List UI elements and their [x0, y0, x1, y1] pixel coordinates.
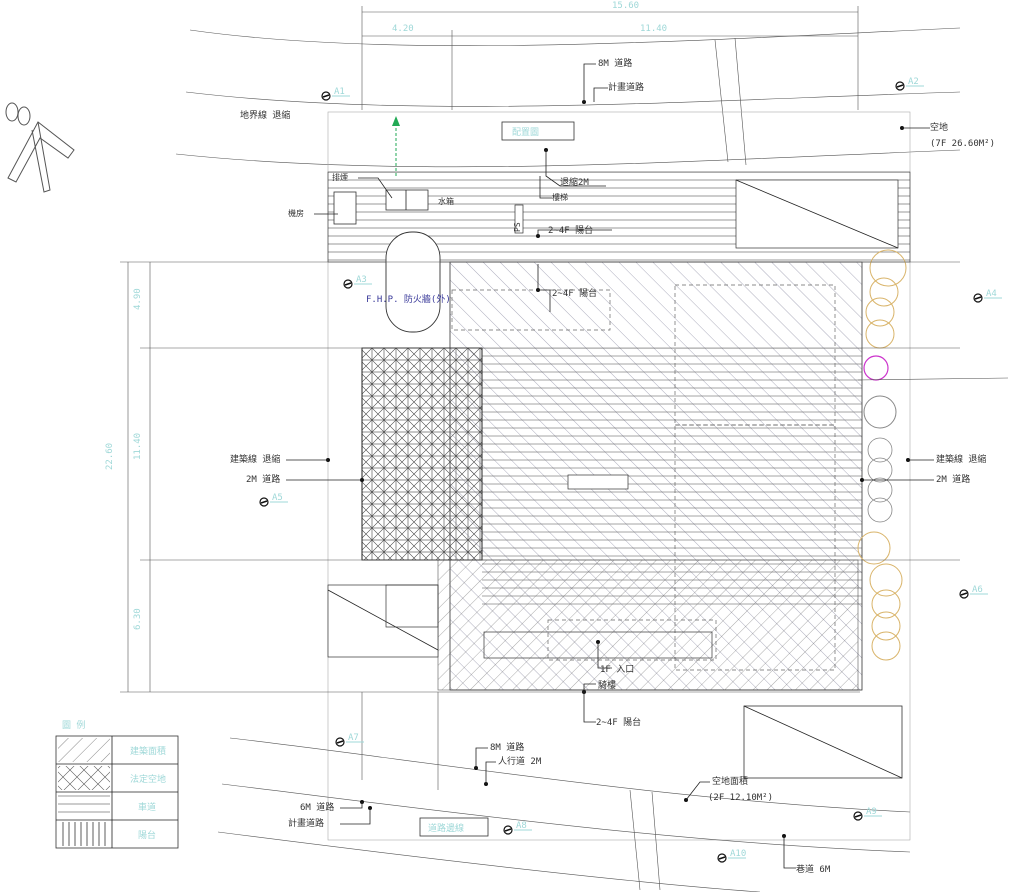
dim-top-a: 4.20	[392, 24, 414, 34]
section-marks: A1 A2 A3 A4 A5 A6 A7 A8 A9 A10	[259, 77, 1002, 863]
annotations: 8M 道路 計畫道路 地界線 退縮 退縮2M 樓梯 2~4F 陽台 2~4F 陽…	[230, 57, 995, 875]
left-lower-rooms	[327, 584, 439, 658]
north-arrow-icon	[5, 102, 75, 193]
legend-row-3: 陽台	[138, 829, 156, 841]
label-bottom-road-b: 人行道 2M	[498, 755, 542, 767]
dim-left-c: 6.30	[133, 608, 143, 630]
label-fence-note-bottom: 2~4F 陽台	[596, 716, 641, 728]
dim-top-b: 11.40	[640, 24, 667, 34]
legend-row-2: 車道	[138, 801, 156, 813]
dim-left-b: 11.40	[133, 433, 143, 460]
label-top-right-area-value: (7F 26.60M²)	[930, 139, 995, 149]
service-rooms	[333, 189, 524, 234]
water-tank	[385, 231, 441, 333]
svg-text:A3: A3	[356, 275, 367, 285]
label-right-side-b: 2M 道路	[936, 473, 970, 485]
label-top-small-a: 樓梯	[552, 192, 568, 202]
label-setback-top: 退縮2M	[560, 176, 589, 188]
left-dimensions: 22.60 4.90 11.40 6.30	[105, 261, 960, 693]
section-mark: A10	[717, 849, 746, 863]
label-top-left-note: 地界線 退縮	[240, 109, 290, 121]
title-box	[501, 121, 575, 141]
dim-top-total: 15.60	[612, 1, 639, 11]
label-left-side-a: 建築線 退縮	[230, 453, 280, 465]
label-right-side-a: 建築線 退縮	[936, 453, 986, 465]
svg-text:A8: A8	[516, 821, 527, 831]
svg-text:A5: A5	[272, 493, 283, 503]
legend-swatch-balcony	[58, 822, 110, 846]
label-mid-bottom-b: 騎樓	[598, 679, 616, 691]
section-mark: A1	[321, 87, 350, 101]
label-top-right-area: 空地	[930, 121, 948, 133]
legend-row-0: 建築面積	[130, 745, 166, 757]
label-hatch-note: 2~4F 陽台	[552, 287, 597, 299]
svg-text:A1: A1	[334, 87, 345, 97]
bottom-box-text: 道路邊線	[428, 822, 464, 834]
green-up-arrow-icon	[392, 116, 400, 176]
label-bottom-right-area-value: (2F 12.10M²)	[708, 793, 773, 803]
section-mark: A3	[343, 275, 372, 289]
site-boundary	[327, 111, 911, 841]
road-top	[175, 27, 961, 168]
section-mark: A8	[503, 821, 532, 835]
label-bottom-right-area: 空地面積	[712, 775, 748, 787]
bottom-box	[419, 817, 489, 837]
svg-text:A6: A6	[972, 585, 983, 595]
section-mark: A6	[959, 585, 988, 599]
bottom-right-box	[743, 705, 903, 779]
legend: 圖 例 建築面積 法定空地 車道 陽台	[55, 719, 179, 849]
label-bottom-right-note: 巷道 6M	[796, 863, 831, 875]
legend-title: 圖 例	[62, 719, 85, 731]
label-fence-note: 2~4F 陽台	[548, 224, 593, 236]
top-dimensions: 15.60 4.20 11.40	[361, 1, 859, 110]
legend-swatch-driveway	[58, 794, 110, 818]
svg-text:A7: A7	[348, 733, 359, 743]
legend-swatch-open	[58, 766, 110, 790]
label-top-small-b: 排煙	[332, 172, 348, 182]
label-left-side-b: 2M 道路	[246, 473, 280, 485]
section-mark: A4	[973, 289, 1002, 303]
road-bottom	[217, 692, 911, 892]
setback-band-top	[327, 171, 911, 263]
section-mark: A7	[335, 733, 364, 747]
dim-left-a: 4.90	[133, 288, 143, 310]
label-bottom-road-a: 8M 道路	[490, 741, 524, 753]
label-road-top-width: 8M 道路	[598, 57, 632, 69]
label-road-bottom-width: 6M 道路	[300, 801, 334, 813]
label-mid-bottom-a: 1F 入口	[600, 664, 634, 675]
label-top-small-c: 機房	[288, 208, 304, 218]
svg-text:A10: A10	[730, 849, 746, 859]
section-mark: A9	[853, 807, 882, 821]
title-box-text: 配置圖	[512, 127, 539, 138]
label-road-bottom: 計畫道路	[288, 817, 324, 829]
label-road-top: 計畫道路	[608, 81, 644, 93]
legend-swatch-building	[58, 738, 110, 762]
svg-text:A4: A4	[986, 289, 997, 299]
shrub-column	[857, 249, 907, 661]
label-top-small-d: 水箱	[438, 196, 454, 206]
legend-row-1: 法定空地	[130, 773, 166, 785]
svg-text:A2: A2	[908, 77, 919, 87]
svg-text:A9: A9	[866, 807, 877, 817]
building-footprint	[361, 261, 863, 691]
label-stair: PS	[513, 222, 522, 232]
section-mark: A5	[259, 493, 288, 507]
dim-left-total: 22.60	[105, 443, 115, 470]
tank-label: F.H.P. 防火牆(外)	[366, 293, 451, 305]
section-mark: A2	[895, 77, 924, 91]
